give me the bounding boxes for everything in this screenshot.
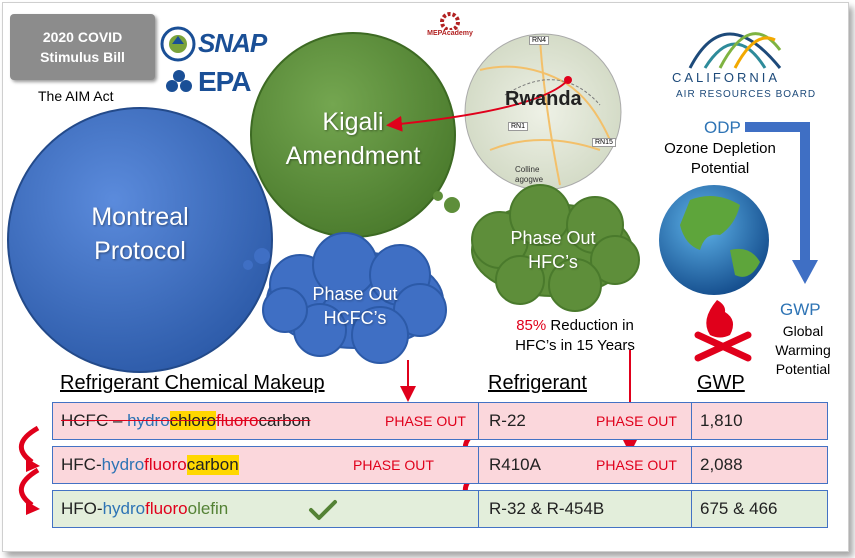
- makeup-cell: HCFC – hydrochlorofluorocarbon: [61, 411, 311, 430]
- header-chemical-makeup: Refrigerant Chemical Makeup: [60, 372, 325, 394]
- phase-out-tag: PHASE OUT: [385, 413, 466, 429]
- road-label-rn1: RN1: [508, 122, 529, 131]
- epa-logo: EPA: [198, 66, 251, 97]
- hcfc-cloud: [262, 232, 447, 364]
- table-row: HCFC – hydrochlorofluorocarbon PHASE OUT…: [52, 402, 828, 440]
- hfc-bubble-dot-small: [433, 191, 443, 201]
- gwp-side-abbr: GWP: [780, 300, 821, 319]
- ref-phase-out-tag: PHASE OUT: [596, 457, 677, 473]
- odp-abbr: ODP: [704, 118, 741, 137]
- odp-to-gwp-arrow: [792, 260, 818, 284]
- covid-line-1: 2020 COVID: [42, 29, 123, 45]
- snap-logo: SNAP: [198, 28, 267, 58]
- ref-phase-out-tag: PHASE OUT: [596, 413, 677, 429]
- phase-out-hcfc-label: Phase Out HCFC’s: [312, 284, 398, 328]
- hfc-bubble-dot-large: [444, 197, 460, 213]
- road-label-rn4: RN4: [529, 36, 550, 45]
- mep-gear-icon: [440, 12, 460, 30]
- map-town-label: Colline agogwe: [515, 165, 544, 184]
- gwp-cell: 675 & 466: [691, 491, 829, 527]
- covid-line-2: Stimulus Bill: [40, 49, 125, 65]
- mep-academy-logo: MEPAcademy: [427, 30, 473, 37]
- phase-out-hfc-label: Phase Out HFC’s: [510, 228, 596, 272]
- montreal-protocol-label: Montreal Protocol: [91, 203, 189, 265]
- header-refrigerant: Refrigerant: [488, 372, 587, 394]
- carb-logo-subtitle: AIR RESOURCES BOARD: [676, 89, 817, 100]
- gwp-cell: 1,810: [691, 403, 829, 439]
- covid-stimulus-box: 2020 COVID Stimulus Bill: [10, 14, 155, 80]
- hcfc-bubble-dot-small: [243, 260, 253, 270]
- header-gwp: GWP: [697, 372, 745, 394]
- carb-arches-icon: [688, 32, 782, 69]
- odp-description: Ozone Depletion Potential: [664, 140, 776, 177]
- refrigerant-cell: R410A: [478, 447, 688, 483]
- kigali-amendment-label: Kigali Amendment: [285, 108, 421, 170]
- curve-arrow-1: [19, 425, 40, 465]
- aim-act-caption: The AIM Act: [38, 88, 114, 104]
- hcfc-bubble-dot-large: [254, 248, 270, 264]
- refrigerant-cell: R-22: [478, 403, 688, 439]
- gwp-cell: 2,088: [691, 447, 829, 483]
- reduction-pct: 85%: [516, 317, 547, 334]
- road-label-rn15: RN15: [592, 138, 616, 147]
- montreal-circle: [7, 107, 273, 373]
- refrigerant-cell: R-32 & R-454B: [478, 491, 691, 527]
- reduction-note: 85% Reduction in HFC’s in 15 Years: [515, 317, 635, 354]
- carb-logo-title: CALIFORNIA: [672, 70, 781, 85]
- phase-out-tag: PHASE OUT: [353, 457, 434, 473]
- epa-flower-icon: [166, 70, 192, 92]
- fire-icon: [694, 300, 752, 362]
- epa-seal-icon: [160, 26, 196, 62]
- checkmark-icon: [309, 500, 337, 520]
- gwp-side-description: Global Warming Potential: [775, 323, 831, 377]
- rwanda-label: Rwanda: [505, 88, 582, 110]
- hfc-cloud: [471, 184, 640, 312]
- curve-arrow-2: [19, 467, 40, 508]
